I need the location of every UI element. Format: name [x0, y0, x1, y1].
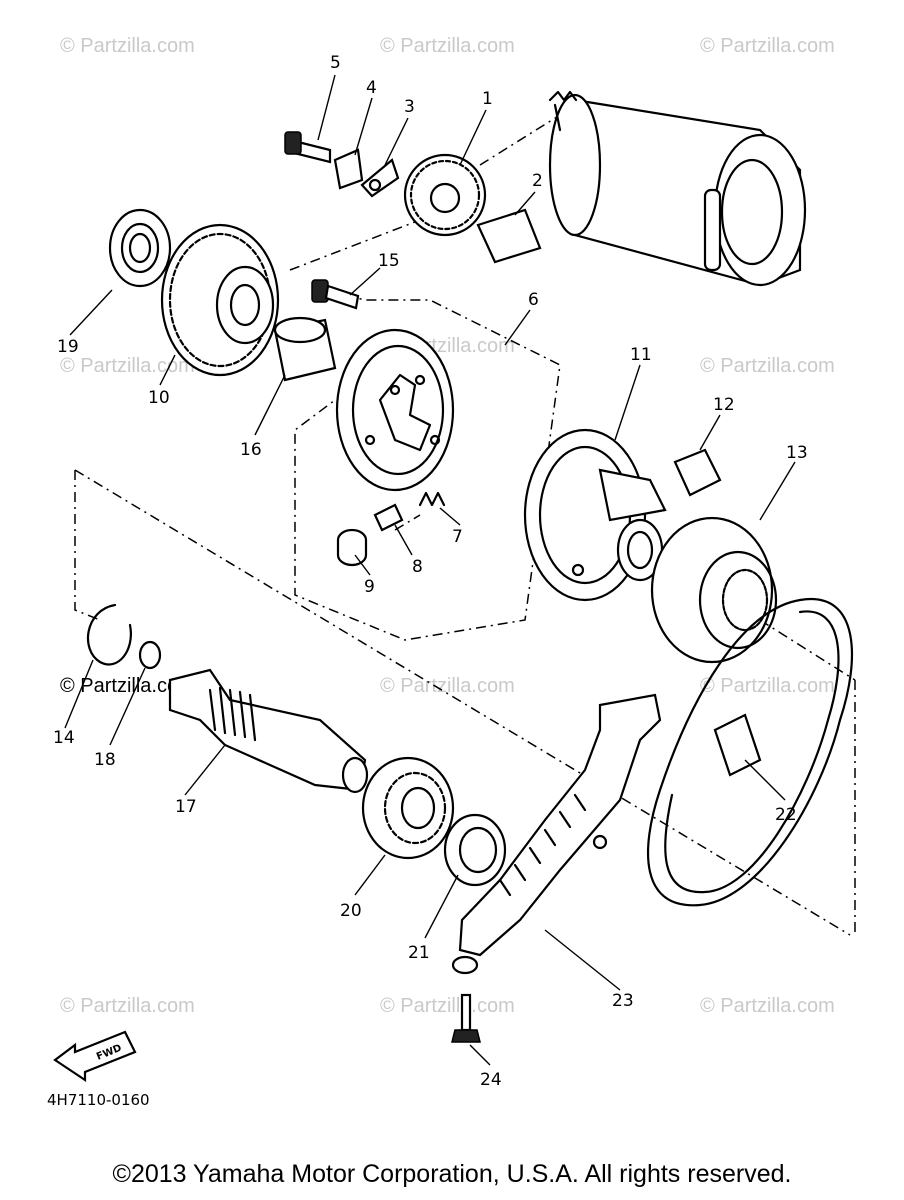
callout-6: 6: [528, 290, 539, 310]
starter-shaft-17: [168, 668, 369, 794]
watermark: © Partzilla.com: [60, 35, 195, 57]
callout-4: 4: [366, 78, 377, 98]
watermark: © Partzilla.com: [700, 35, 835, 57]
bolt-plate-washer: [284, 131, 400, 198]
callout-15: 15: [378, 251, 400, 271]
watermark: © Partzilla.com: [60, 995, 195, 1017]
bearing-19: [108, 208, 172, 288]
callout-8: 8: [412, 557, 423, 577]
bolt-24: [451, 993, 481, 1043]
fwd-arrow-icon: FWD: [53, 1030, 137, 1083]
callout-9: 9: [364, 577, 375, 597]
callout-16: 16: [240, 440, 262, 460]
callout-labels: 5 4 3 1 2 15 6 19 10 16 11 12 13 7 8 9 1…: [53, 53, 808, 1090]
bearing-20-seal-21: [361, 756, 507, 887]
callout-13: 13: [786, 443, 808, 463]
watermark: © Partzilla.com: [700, 995, 835, 1017]
spring-plunger-roller: [336, 491, 446, 567]
callout-11: 11: [630, 345, 652, 365]
chain-guide-23: [451, 693, 662, 975]
idler-gear-10: [160, 223, 280, 377]
clutch-housing-11: [523, 428, 667, 602]
callout-22: 22: [775, 805, 797, 825]
watermark: © Partzilla.com: [60, 355, 195, 377]
callout-1: 1: [482, 89, 493, 109]
callout-3: 3: [404, 97, 415, 117]
callout-17: 17: [175, 797, 197, 817]
bolt-15-sleeve-16: [273, 279, 360, 382]
callout-10: 10: [148, 388, 170, 408]
callout-21: 21: [408, 943, 430, 963]
watermark: © Partzilla.com: [700, 355, 835, 377]
callout-19: 19: [57, 337, 79, 357]
diagram-code: 4H7110-0160: [47, 1091, 150, 1109]
watermark: © Partzilla.com: [380, 35, 515, 57]
watermark-dark: © Partzilla.com: [60, 675, 195, 697]
watermark: © Partzilla.com: [700, 675, 835, 697]
starter-motor: [548, 90, 807, 287]
callout-14: 14: [53, 728, 75, 748]
watermarks: © Partzilla.com © Partzilla.com © Partzi…: [60, 35, 835, 1017]
copyright-notice: ©2013 Yamaha Motor Corporation, U.S.A. A…: [112, 1160, 792, 1188]
callout-24: 24: [480, 1070, 502, 1090]
small-gear-and-shaft: [403, 153, 542, 264]
watermark: © Partzilla.com: [380, 675, 515, 697]
callout-7: 7: [452, 527, 463, 547]
roller-12-gear-13: [650, 448, 778, 664]
watermark: © Partzilla.com: [380, 995, 515, 1017]
callout-2: 2: [532, 171, 543, 191]
leader-lines: [64, 74, 796, 1066]
one-way-clutch-6: [335, 328, 455, 492]
callout-20: 20: [340, 901, 362, 921]
chain-22-loop: [646, 597, 854, 907]
clip-14-washer-18: [86, 603, 162, 670]
callout-23: 23: [612, 991, 634, 1011]
callout-18: 18: [94, 750, 116, 770]
callout-12: 12: [713, 395, 735, 415]
callout-5: 5: [330, 53, 341, 73]
